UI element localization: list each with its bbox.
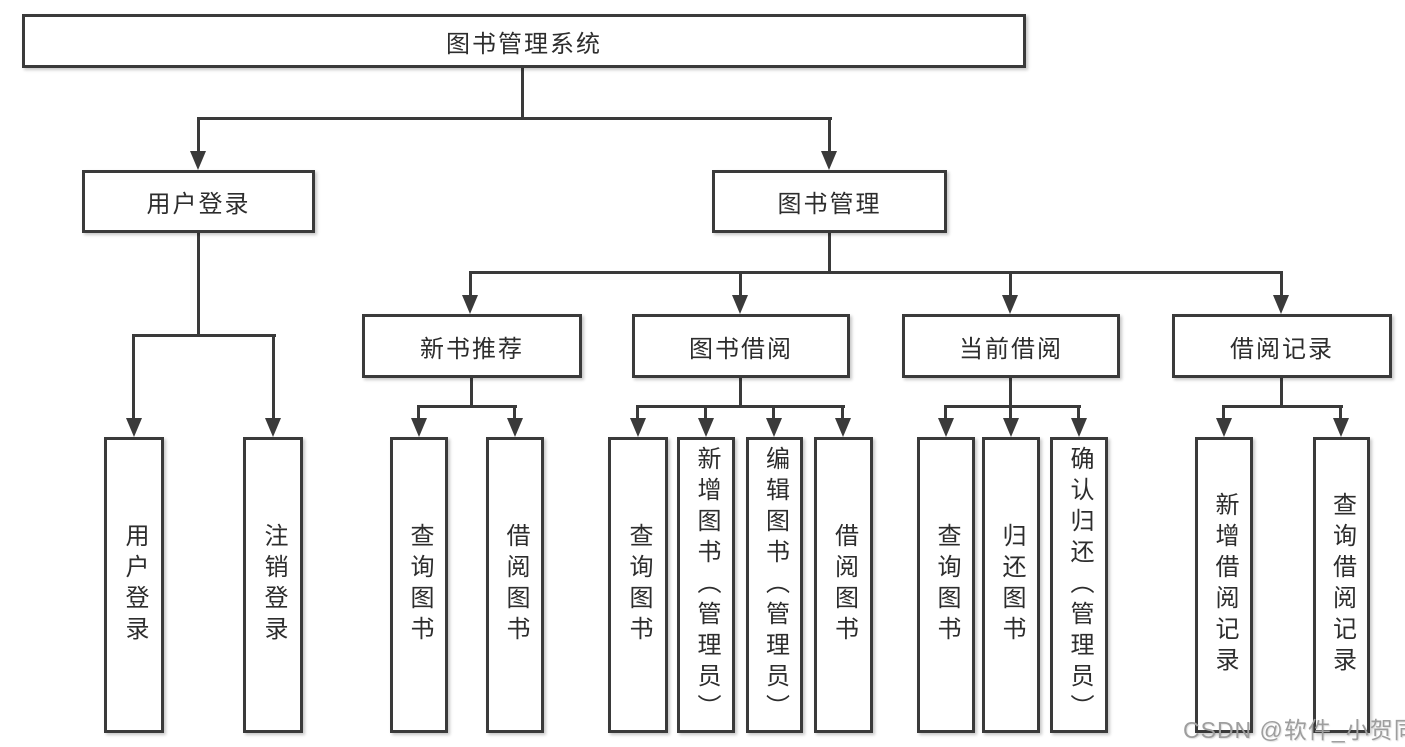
node-borrowing-records: 借阅记录 xyxy=(1172,314,1392,378)
connector-line xyxy=(469,271,472,298)
connector-line xyxy=(944,405,947,421)
leaf-label: 查询借阅记录 xyxy=(1328,492,1356,678)
connector-line xyxy=(828,233,831,272)
arrowhead-icon xyxy=(1333,418,1349,437)
connector-line xyxy=(739,378,742,408)
connector-line xyxy=(197,117,200,155)
connector-line xyxy=(272,334,275,420)
leaf-label: 查询图书 xyxy=(933,523,960,647)
arrowhead-icon xyxy=(1071,418,1087,437)
arrowhead-icon xyxy=(411,418,427,437)
connector-line xyxy=(1222,405,1225,421)
leaf-bb-add-books-admin: 新增图书（管理员） xyxy=(677,437,735,733)
leaf-label: 新增借阅记录 xyxy=(1211,492,1238,678)
node-label: 图书借阅 xyxy=(689,335,793,363)
leaf-label: 借阅图书 xyxy=(502,523,529,647)
arrowhead-icon xyxy=(1002,295,1018,314)
arrowhead-icon xyxy=(821,151,837,170)
connector-line xyxy=(521,68,524,118)
connector-line xyxy=(132,334,276,337)
connector-line xyxy=(1222,405,1343,408)
arrowhead-icon xyxy=(630,418,646,437)
leaf-cb-query-books: 查询图书 xyxy=(917,437,975,733)
leaf-label: 归还图书 xyxy=(998,523,1025,647)
leaf-bb-borrow-books: 借阅图书 xyxy=(814,437,873,733)
connector-line xyxy=(132,334,135,420)
connector-line xyxy=(1339,405,1342,421)
arrowhead-icon xyxy=(462,295,478,314)
connector-line xyxy=(197,117,832,120)
leaf-user-login: 用户登录 xyxy=(104,437,164,733)
arrowhead-icon xyxy=(1273,295,1289,314)
node-label: 当前借阅 xyxy=(959,335,1063,363)
connector-line xyxy=(469,271,1283,274)
connector-line xyxy=(1009,405,1012,421)
connector-line xyxy=(1280,378,1283,408)
arrowhead-icon xyxy=(1216,418,1232,437)
connector-line xyxy=(417,405,517,408)
leaf-label: 借阅图书 xyxy=(830,523,858,647)
connector-line xyxy=(417,405,420,421)
leaf-nb-query-books: 查询图书 xyxy=(390,437,448,733)
leaf-bb-edit-books-admin: 编辑图书（管理员） xyxy=(746,437,803,733)
node-book-management: 图书管理 xyxy=(712,170,947,233)
node-user-login: 用户登录 xyxy=(82,170,315,233)
leaf-label: 新增图书（管理员） xyxy=(693,445,720,725)
connector-line xyxy=(1280,271,1283,298)
connector-line xyxy=(1009,378,1012,408)
leaf-br-query-record: 查询借阅记录 xyxy=(1313,437,1370,733)
connector-line xyxy=(636,405,639,421)
leaf-label: 查询图书 xyxy=(625,523,652,647)
connector-line xyxy=(828,117,831,155)
leaf-cb-return-books: 归还图书 xyxy=(982,437,1040,733)
leaf-bb-query-books: 查询图书 xyxy=(608,437,668,733)
node-label: 图书管理系统 xyxy=(446,30,602,58)
leaf-label: 确认归还（管理员） xyxy=(1066,445,1093,725)
connector-line xyxy=(841,405,844,421)
arrowhead-icon xyxy=(835,418,851,437)
connector-line xyxy=(772,405,775,421)
arrowhead-icon xyxy=(265,418,281,437)
arrowhead-icon xyxy=(938,418,954,437)
connector-line xyxy=(513,405,516,421)
leaf-label: 注销登录 xyxy=(260,523,287,647)
node-current-borrowing: 当前借阅 xyxy=(902,314,1120,378)
connector-line xyxy=(944,405,1081,408)
node-label: 用户登录 xyxy=(146,191,251,218)
leaf-label: 编辑图书（管理员） xyxy=(761,445,789,725)
connector-line xyxy=(739,271,742,298)
leaf-label: 查询图书 xyxy=(406,523,433,647)
arrowhead-icon xyxy=(698,418,714,437)
arrowhead-icon xyxy=(732,295,748,314)
connector-line xyxy=(1009,271,1012,298)
leaf-logout: 注销登录 xyxy=(243,437,303,733)
arrowhead-icon xyxy=(507,418,523,437)
node-label: 图书管理 xyxy=(777,191,882,218)
arrowhead-icon xyxy=(190,151,206,170)
csdn-watermark: CSDN @软件_小贺同学 xyxy=(1183,717,1405,743)
connector-line xyxy=(704,405,707,421)
arrowhead-icon xyxy=(126,418,142,437)
arrowhead-icon xyxy=(766,418,782,437)
leaf-br-add-record: 新增借阅记录 xyxy=(1195,437,1253,733)
connector-line xyxy=(1077,405,1080,421)
node-label: 借阅记录 xyxy=(1230,335,1334,363)
leaf-label: 用户登录 xyxy=(121,523,148,647)
connector-line xyxy=(197,233,200,335)
leaf-cb-confirm-return-admin: 确认归还（管理员） xyxy=(1050,437,1108,733)
node-root-system: 图书管理系统 xyxy=(22,14,1026,68)
node-label: 新书推荐 xyxy=(420,335,524,363)
arrowhead-icon xyxy=(1003,418,1019,437)
leaf-nb-borrow-books: 借阅图书 xyxy=(486,437,544,733)
connector-line xyxy=(636,405,845,408)
connector-line xyxy=(470,378,473,408)
node-book-borrowing: 图书借阅 xyxy=(632,314,850,378)
node-new-book-recommend: 新书推荐 xyxy=(362,314,582,378)
